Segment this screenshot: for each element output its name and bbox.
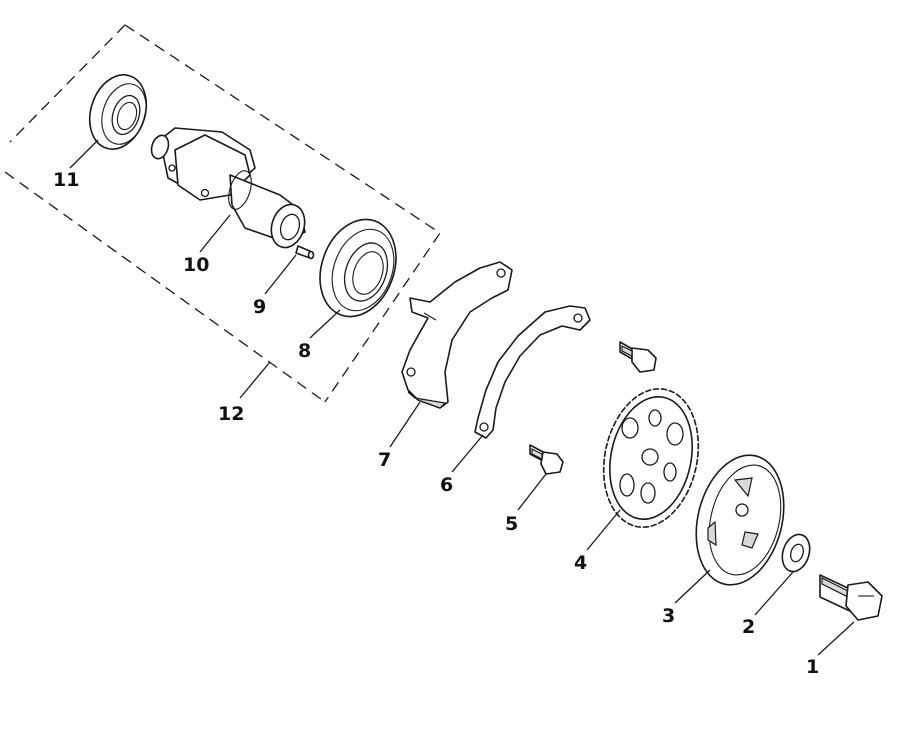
callout-1: 1 [806,656,819,678]
part-4-sprocket [602,388,700,528]
callout-7: 7 [378,449,391,471]
leader-10 [199,214,231,253]
leader-7 [389,401,421,448]
assembly-dashed-boundary [124,24,441,403]
part-8-bearing [319,218,397,318]
leader-2 [754,571,794,616]
part-5-small-bolt [529,444,564,475]
part-11-bearing [88,74,148,150]
leader-5 [517,473,547,511]
callout-5: 5 [505,513,518,535]
part-6-gasket [474,305,591,439]
part-7-retaining-plate [401,261,513,409]
part-2-washer [781,533,811,573]
part-3-cam-plate [695,454,785,586]
callout-8: 8 [298,340,311,362]
leader-lines [69,139,855,656]
leader-4 [586,509,621,551]
callout-12: 12 [218,403,244,425]
small-bolt-upper [619,341,657,373]
part-9-pin [295,245,315,260]
leader-9 [264,254,297,295]
leader-8 [309,309,341,339]
leader-3 [674,569,711,604]
callout-2: 2 [742,616,755,638]
leader-12 [239,361,271,399]
callout-9: 9 [253,296,266,318]
callout-4: 4 [574,552,587,574]
assembly-dashed-boundary-lower [9,24,126,143]
leader-6 [451,434,484,473]
callout-3: 3 [662,605,675,627]
callout-10: 10 [183,254,209,276]
callout-11: 11 [53,169,79,191]
leader-1 [817,621,855,656]
leader-11 [69,139,99,169]
assembly-dashed-boundary-bottom [4,171,326,403]
callout-6: 6 [440,474,453,496]
part-10-camshaft [150,127,306,249]
callout-labels: 1 2 3 4 5 6 7 8 9 10 11 12 [53,169,819,678]
part-1-hex-bolt [819,574,883,621]
